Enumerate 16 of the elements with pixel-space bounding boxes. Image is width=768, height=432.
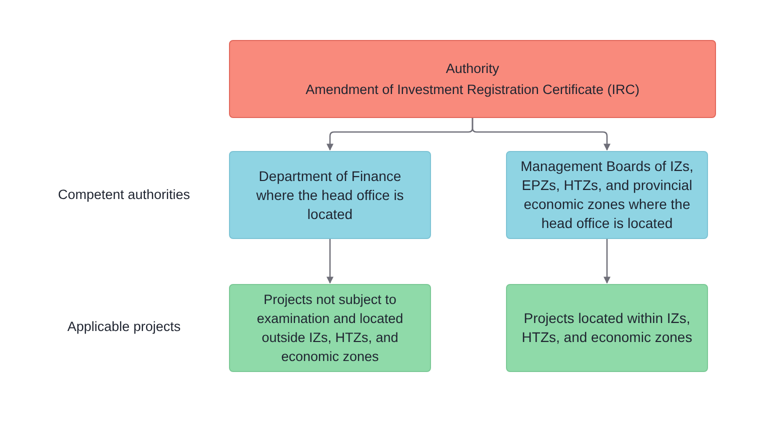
box-text: Management Boards of IZs, EPZs, HTZs, and provincial economic zones where the head office is located [520,157,694,233]
box-text: Projects located within IZs, HTZs, and economic zones [520,309,694,347]
arrow [472,118,610,151]
box-text: Amendment of Investment Registration Certificate (IRC) [306,81,640,99]
arrow [326,239,334,284]
box-heading: Authority [446,60,500,78]
arrow [604,239,610,284]
process-box [506,151,708,239]
box-text: Projects not subject to examination and located outside IZs, HTZs, and economic zones [256,291,404,366]
process-box [229,284,431,372]
process-box [506,284,708,372]
process-box [229,40,716,118]
box-text: Department of Finance where the head office is located [255,166,405,224]
row-label: Competent authorities [58,186,190,204]
row-label: Applicable projects [67,318,181,336]
process-box [229,151,431,239]
